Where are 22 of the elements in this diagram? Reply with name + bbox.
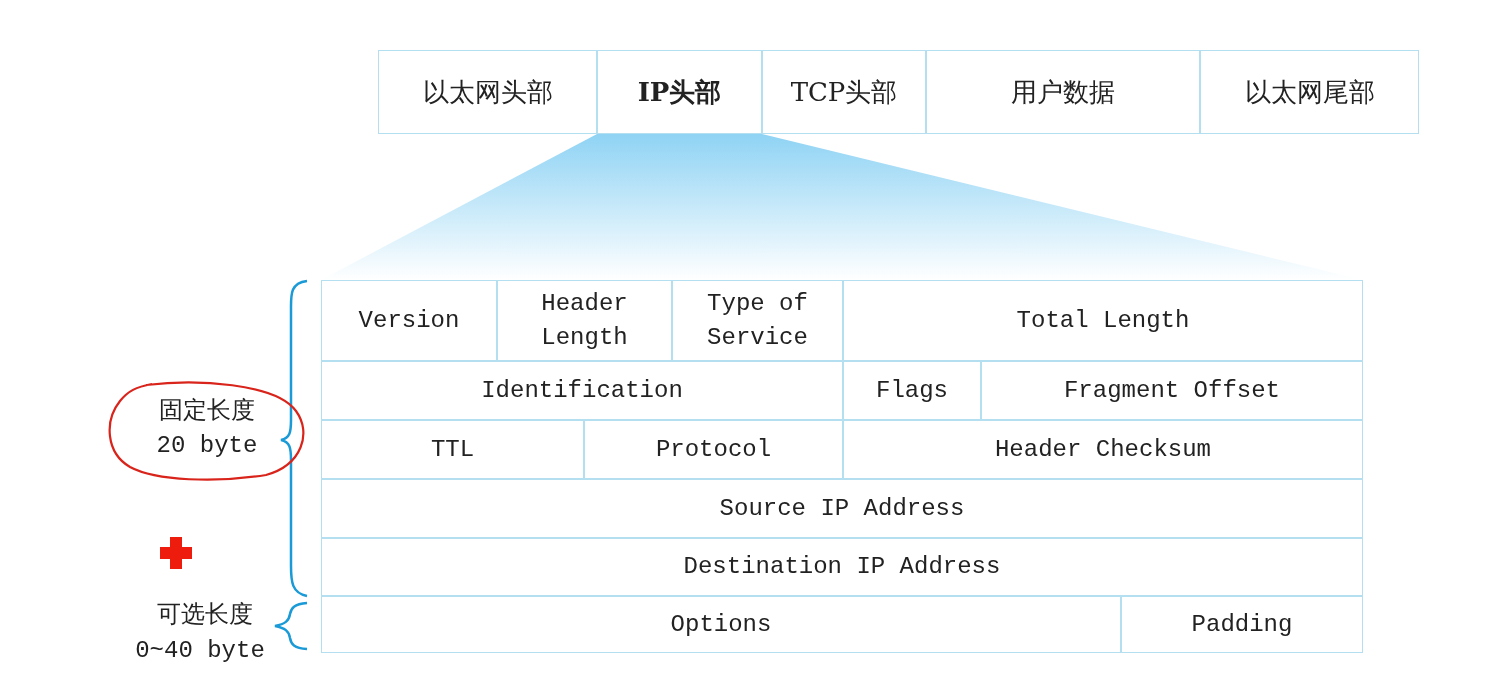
header-field-cell: Header Length	[497, 280, 672, 361]
header-field-cell: Padding	[1121, 596, 1363, 653]
frame-segment-cell: 以太网头部	[378, 50, 597, 134]
header-field-cell: Type of Service	[672, 280, 843, 361]
header-field-cell: Fragment Offset	[981, 361, 1363, 420]
frame-segment-cell: 以太网尾部	[1200, 50, 1419, 134]
frame-segment-cell: IP头部	[597, 50, 762, 134]
frame-segment-cell: 用户数据	[926, 50, 1200, 134]
header-field-cell: Identification	[321, 361, 843, 420]
frame-segment-cell: TCP头部	[762, 50, 926, 134]
header-field-cell: TTL	[321, 420, 584, 479]
header-field-cell: Destination IP Address	[321, 538, 1363, 596]
header-field-cell: Header Checksum	[843, 420, 1363, 479]
header-field-cell: Flags	[843, 361, 981, 420]
header-field-cell: Total Length	[843, 280, 1363, 361]
header-field-cell: Options	[321, 596, 1121, 653]
header-field-cell: Source IP Address	[321, 479, 1363, 538]
header-field-cell: Version	[321, 280, 497, 361]
circled-note: 固定长度 20 byte	[106, 381, 308, 481]
length-note: 可选长度	[156, 601, 254, 631]
header-field-cell: Protocol	[584, 420, 843, 479]
length-note: 0~40 byte	[134, 636, 266, 666]
